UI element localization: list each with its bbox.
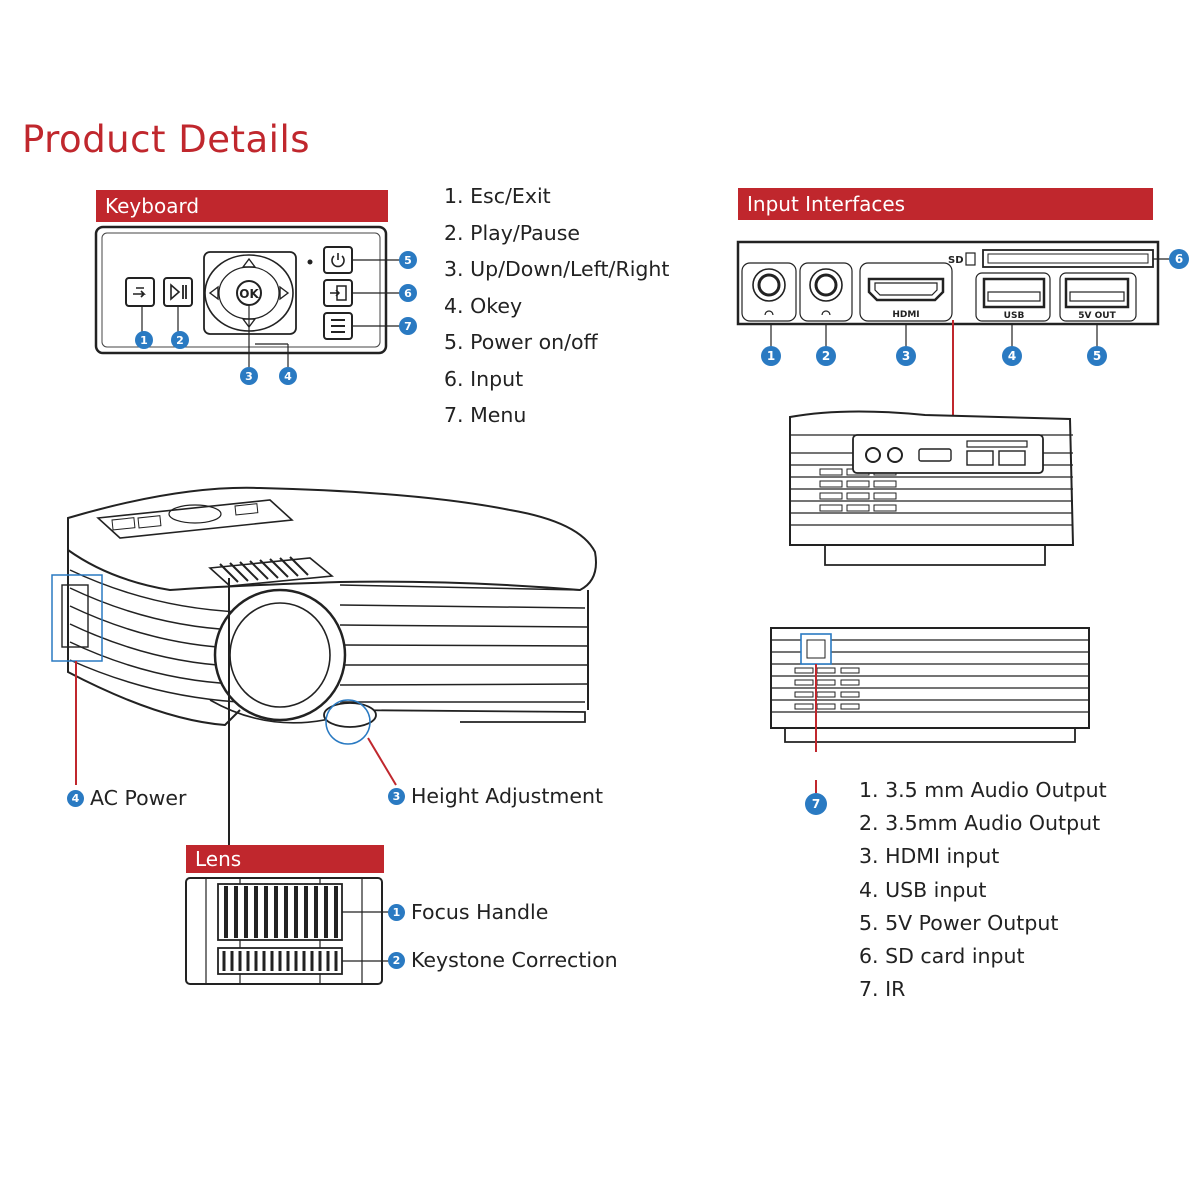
ac-power-callout: 4 AC Power — [67, 786, 186, 810]
hdmi-label: HDMI — [892, 310, 919, 320]
input-marker-5: 5 — [1093, 349, 1101, 363]
menu-key-icon — [323, 312, 353, 340]
input-marker-2: 2 — [822, 349, 830, 363]
keystone-marker: 2 — [388, 951, 405, 969]
usb-label: USB — [1004, 311, 1025, 321]
power-key-icon — [323, 246, 353, 274]
lens-header: Lens — [186, 845, 384, 873]
projector-rear-view — [770, 627, 1090, 752]
keyboard-item: 2. Play/Pause — [444, 220, 581, 245]
keyboard-marker-3: 3 — [245, 370, 253, 383]
power-out-port-icon: 5V OUT — [1059, 272, 1137, 322]
projector-side-view — [789, 410, 1075, 566]
dpad-icon: OK — [203, 251, 297, 335]
height-adjustment-callout: 3 Height Adjustment — [388, 784, 603, 808]
esc-key-icon — [125, 277, 155, 307]
hdmi-port-icon: HDMI — [859, 262, 953, 322]
input-item: 4. USB input — [859, 877, 987, 902]
play-pause-key-icon — [163, 277, 193, 307]
keystone-label: Keystone Correction — [411, 948, 618, 972]
input-item: 2. 3.5mm Audio Output — [859, 811, 1101, 836]
keyboard-marker-5: 5 — [404, 254, 412, 267]
keyboard-item: 5. Power on/off — [444, 330, 598, 354]
audio-jack-icon — [799, 262, 853, 322]
keystone-callout: 2 Keystone Correction — [388, 948, 618, 972]
keyboard-item: 6. Input — [444, 366, 524, 391]
lens-diagram — [185, 877, 390, 985]
input-item: 7. IR — [859, 977, 906, 1002]
input-marker-6: 6 — [1175, 252, 1183, 266]
keyboard-marker-6: 6 — [404, 287, 412, 300]
audio-jack-icon — [741, 262, 797, 322]
focus-marker: 1 — [388, 903, 405, 921]
usb-port-icon: USB — [975, 272, 1051, 322]
ir-sensor-highlight — [800, 633, 832, 665]
input-interfaces-header: Input Interfaces — [738, 188, 1153, 220]
keyboard-marker-2: 2 — [176, 334, 184, 347]
input-list: 1. 3.5 mm Audio Output 2. 3.5mm Audio Ou… — [859, 774, 1107, 1006]
height-label: Height Adjustment — [411, 784, 603, 808]
input-marker-7: 7 — [812, 797, 820, 811]
ac-power-label: AC Power — [90, 786, 187, 810]
ir-marker: 7 — [805, 780, 827, 815]
projector-illustration — [51, 486, 597, 850]
keyboard-list: 1. Esc/Exit 2. Play/Pause 3. Up/Down/Lef… — [444, 178, 669, 434]
keyboard-item: 3. Up/Down/Left/Right — [444, 257, 670, 281]
input-item: 3. HDMI input — [859, 844, 1000, 869]
input-item: 1. 3.5 mm Audio Output — [859, 778, 1107, 802]
ok-key-label: OK — [239, 287, 259, 301]
input-marker-3: 3 — [902, 349, 910, 363]
keyboard-diagram: OK 1 2 3 4 5 6 7 — [94, 225, 417, 385]
focus-handle-callout: 1 Focus Handle — [388, 900, 548, 924]
keyboard-item: 1. Esc/Exit — [444, 184, 551, 208]
keyboard-item: 7. Menu — [444, 403, 527, 427]
power-out-label: 5V OUT — [1078, 311, 1116, 321]
ac-power-marker: 4 — [67, 789, 84, 807]
keyboard-header: Keyboard — [96, 190, 388, 222]
focus-label: Focus Handle — [411, 900, 549, 924]
keyboard-marker-1: 1 — [140, 334, 148, 347]
height-marker: 3 — [388, 787, 405, 805]
sd-label: SD — [948, 255, 964, 266]
keyboard-item: 4. Okey — [444, 293, 523, 318]
input-marker-4: 4 — [1008, 349, 1016, 363]
keyboard-marker-4: 4 — [284, 370, 292, 383]
input-item: 6. SD card input — [859, 944, 1025, 969]
input-key-icon — [323, 279, 353, 307]
page-title: Product Details — [22, 118, 311, 161]
input-panel-diagram: HDMI SD USB 5V OUT 1 2 3 4 5 — [736, 240, 1189, 366]
input-item: 5. 5V Power Output — [859, 910, 1059, 935]
keyboard-marker-7: 7 — [404, 320, 412, 333]
input-marker-1: 1 — [767, 349, 775, 363]
